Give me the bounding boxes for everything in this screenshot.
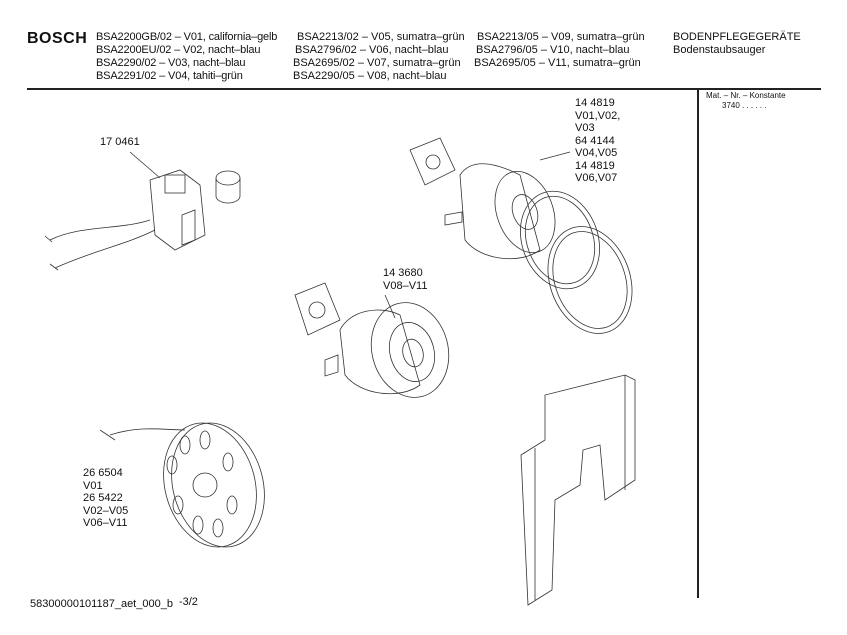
model-entry: BSA2695/05 – V11, sumatra–grün [474, 57, 641, 69]
side-panel-divider [697, 88, 699, 598]
cable-reel-part[interactable] [99, 412, 278, 557]
part-label-motor-b: 14 3680 V08–V11 [383, 267, 427, 292]
header-divider [27, 88, 821, 90]
part-label-cable-reel: 26 6504 V01 26 5422 V02–V05 V06–V11 [83, 467, 128, 530]
part-number: 26 5422 [83, 492, 123, 504]
footer: 58300000101187_aet_000_b -3/2 [30, 596, 198, 611]
part-number: 64 4144 [575, 134, 615, 147]
motor-assembly-a-part[interactable] [409, 137, 646, 345]
subcategory-title: Bodenstaubsauger [673, 44, 766, 56]
variant-range: V03 [575, 122, 595, 134]
model-entry: BSA2213/05 – V09, sumatra–grün [477, 31, 645, 43]
variant-range: V01,V02, [575, 109, 621, 122]
variant-range: V08–V11 [383, 279, 428, 292]
variant-range: V01 [83, 479, 103, 492]
model-entry: BSA2796/05 – V10, nacht–blau [476, 44, 630, 56]
variant-range: V06,V07 [575, 172, 618, 184]
footer-doc-id: 58300000101187_aet_000_b [30, 598, 173, 610]
part-number: 26 6504 [83, 467, 123, 479]
model-entry: BSA2213/02 – V05, sumatra–grün [297, 31, 465, 43]
model-entry: BSA2796/02 – V06, nacht–blau [295, 44, 449, 56]
category-title: BODENPFLEGEGERÄTE [673, 31, 801, 43]
model-entry: BSA2291/02 – V04, tahiti–grün [96, 70, 243, 82]
part-number: 17 0461 [100, 136, 140, 148]
part-number: 14 4819 [575, 97, 615, 109]
part-number: 14 4819 [575, 159, 615, 172]
motor-assembly-b-part[interactable] [294, 282, 459, 406]
model-entry: BSA2200EU/02 – V02, nacht–blau [96, 44, 261, 56]
variant-range: V06–V11 [83, 517, 128, 529]
model-entry: BSA2290/02 – V03, nacht–blau [96, 57, 246, 69]
part-label-motor-a: 14 4819 V01,V02, V03 64 4144 V04,V05 14 … [575, 97, 620, 185]
part-number: 14 3680 [383, 267, 423, 279]
variant-range: V04,V05 [575, 147, 618, 159]
variant-range: V02–V05 [83, 504, 129, 517]
model-entry: BSA2200GB/02 – V01, california–gelb [96, 31, 278, 43]
filter-insert-part[interactable] [520, 374, 636, 606]
model-entry: BSA2290/05 – V08, nacht–blau [293, 70, 447, 82]
mat-nr-value: 3740 . . . . . . [722, 101, 767, 110]
bosch-logo: BOSCH [27, 30, 88, 47]
model-entry: BSA2695/02 – V07, sumatra–grün [293, 57, 461, 69]
mat-nr-label: Mat. – Nr. – Konstante [706, 91, 786, 100]
electronics-board-part[interactable] [44, 151, 241, 271]
footer-page: -3/2 [178, 596, 198, 608]
